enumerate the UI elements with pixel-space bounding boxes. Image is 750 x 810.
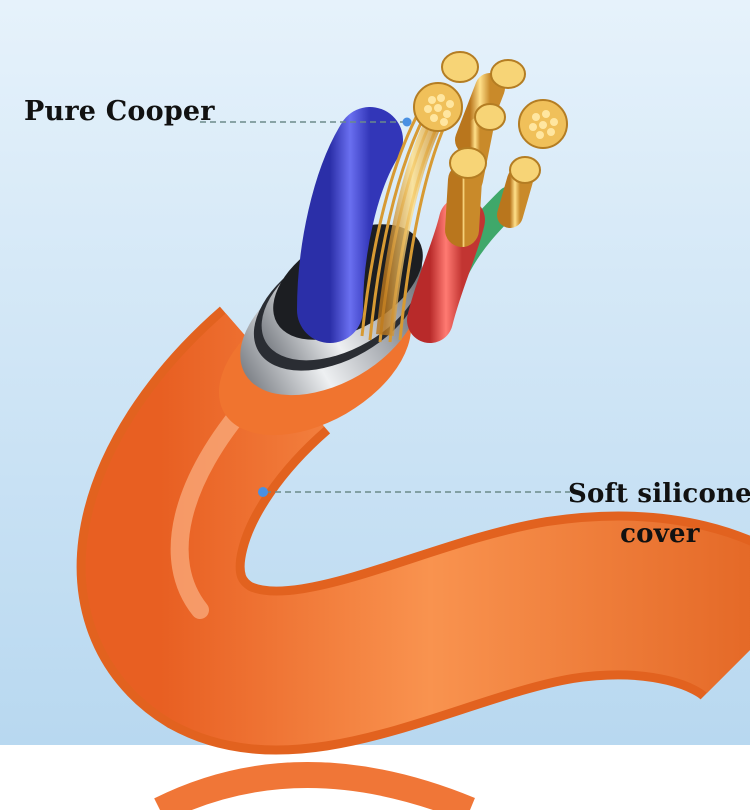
callout-dot (258, 487, 268, 497)
callout-dot (402, 117, 412, 127)
callout-line-1: Soft silicone (568, 479, 750, 509)
soft-silicone-cover-callout: Soft silicone cover (568, 474, 750, 554)
callout-line-2: cover (620, 519, 700, 549)
pure-copper-callout: Pure Cooper (24, 96, 215, 127)
